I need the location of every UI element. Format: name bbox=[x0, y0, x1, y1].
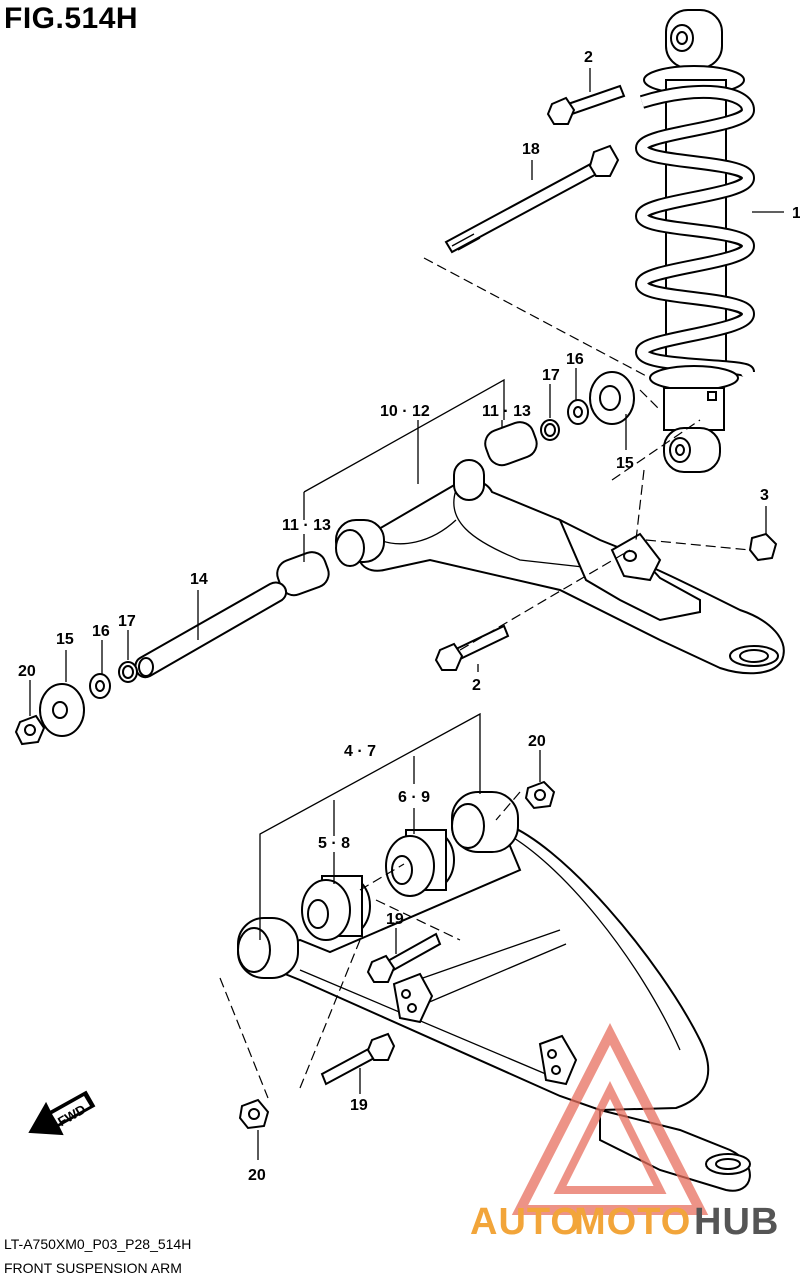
bushing-5-8 bbox=[301, 875, 371, 941]
callout-10-12: 10 · 12 bbox=[380, 403, 430, 420]
callout-6-9: 6 · 9 bbox=[398, 789, 430, 806]
leader-lines bbox=[29, 68, 784, 1160]
ring-17-right bbox=[540, 419, 560, 441]
callout-3: 3 bbox=[760, 487, 769, 504]
watermark-hub: HUB bbox=[694, 1201, 779, 1243]
callout-17-left: 17 bbox=[118, 613, 136, 630]
watermark-logo-icon bbox=[511, 1023, 709, 1215]
figure-name: FRONT SUSPENSION ARM bbox=[4, 1260, 182, 1276]
callout-20-right: 20 bbox=[528, 733, 546, 750]
callout-20-bottom: 20 bbox=[248, 1167, 266, 1184]
callout-17-right: 17 bbox=[542, 367, 560, 384]
bolt-2-bottom bbox=[434, 624, 510, 671]
callout-16-right: 16 bbox=[566, 351, 584, 368]
callout-5-8: 5 · 8 bbox=[318, 835, 350, 852]
figure-title: FIG.514H bbox=[4, 2, 139, 35]
bushing-6-9 bbox=[385, 829, 455, 897]
watermark-moto: MOTO bbox=[574, 1201, 691, 1243]
nut-20-right bbox=[524, 780, 556, 810]
callout-15-right: 15 bbox=[616, 455, 634, 472]
assembly-lines bbox=[219, 257, 751, 1099]
callout-19-upper: 19 bbox=[386, 911, 404, 928]
nut-20-left bbox=[14, 714, 46, 746]
nut-20-bottom bbox=[238, 1098, 270, 1130]
callout-2-top: 2 bbox=[584, 49, 593, 66]
lower-arm bbox=[237, 791, 751, 1192]
bolt-2-top bbox=[546, 84, 626, 125]
washer-16-right bbox=[567, 399, 589, 425]
ring-17-left bbox=[118, 661, 138, 683]
collar-11-13-upper bbox=[484, 421, 538, 467]
callouts: 1 2 2 3 10 · 12 11 · 13 11 · 13 14 15 15… bbox=[18, 49, 800, 1184]
callout-18: 18 bbox=[522, 141, 540, 158]
callout-1: 1 bbox=[792, 205, 800, 222]
watermark: AUTO MOTO HUB bbox=[470, 1023, 779, 1243]
pivot-shaft-14 bbox=[134, 581, 288, 679]
nut-3 bbox=[748, 532, 778, 562]
watermark-auto: AUTO bbox=[470, 1201, 581, 1243]
callout-2-bottom: 2 bbox=[472, 677, 481, 694]
upper-arm bbox=[335, 459, 785, 675]
callout-11-13-upper: 11 · 13 bbox=[482, 403, 531, 420]
fwd-arrow-icon: FWD bbox=[28, 1090, 96, 1136]
bolt-19-upper bbox=[366, 932, 442, 983]
callout-4-7: 4 · 7 bbox=[344, 743, 376, 760]
callout-20-left: 20 bbox=[18, 663, 36, 680]
bolt-19-lower bbox=[320, 1032, 396, 1086]
callout-15-left: 15 bbox=[56, 631, 74, 648]
cap-15-right bbox=[589, 371, 635, 425]
cap-15-left bbox=[39, 683, 85, 737]
callout-19-lower: 19 bbox=[350, 1097, 368, 1114]
callout-11-13-lower: 11 · 13 bbox=[282, 517, 331, 534]
shock-absorber bbox=[634, 9, 756, 473]
callout-16-left: 16 bbox=[92, 623, 110, 640]
callout-14: 14 bbox=[190, 571, 208, 588]
washer-16-left bbox=[89, 673, 111, 699]
bolt-18 bbox=[444, 144, 620, 254]
figure-code: LT-A750XM0_P03_P28_514H bbox=[4, 1236, 192, 1252]
